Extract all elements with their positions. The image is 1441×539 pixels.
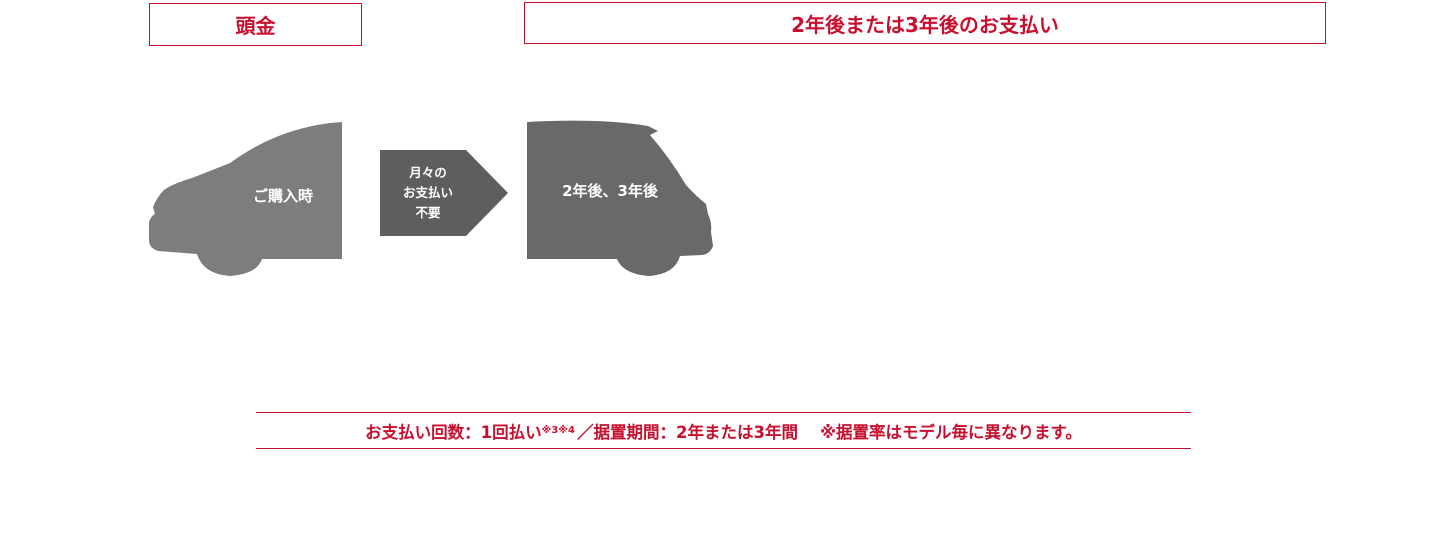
arrow-shape [380,150,508,236]
note-deferral-period: ／据置期間：2年または3年間 [576,422,798,442]
arrow-line-2: お支払い [403,185,453,200]
car-rear-icon: 2年後、3年後 [527,120,713,277]
car-rear-body [527,120,713,277]
down-payment-label: 頭金 [235,14,276,38]
payment-terms-note: お支払い回数：1回払い※3※4／据置期間：2年または3年間 ※据置率はモデル毎に異… [256,412,1191,449]
arrow-icon: 月々の お支払い 不要 [380,150,508,236]
arrow-line-1: 月々の [408,165,447,180]
car-front-icon: ご購入時 [149,122,342,276]
deferred-payment-label: 2年後または3年後のお支払い [791,12,1059,37]
deferred-payment-header: 2年後または3年後のお支払い [524,2,1326,44]
down-payment-header: 頭金 [149,3,362,46]
car-front-body [149,122,342,276]
note-footnote-marks: ※3※4 [541,425,575,436]
purchase-time-label: ご購入時 [253,187,313,205]
arrow-line-3: 不要 [415,205,441,220]
later-time-label: 2年後、3年後 [562,182,659,200]
note-deferral-rate: ※据置率はモデル毎に異なります。 [819,422,1082,442]
note-payment-count: お支払い回数：1回払い [365,422,542,442]
